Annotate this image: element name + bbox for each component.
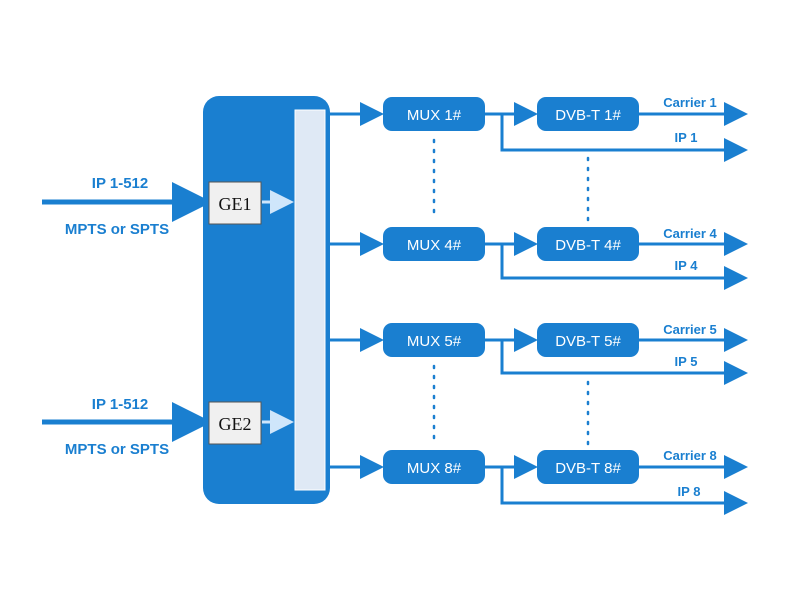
ip-label-1: IP 1 xyxy=(675,130,698,145)
ip-output-arrow-8 xyxy=(500,467,748,515)
ge1-port-label: GE1 xyxy=(219,194,252,214)
carrier-label-4: Carrier 4 xyxy=(663,226,717,241)
dvbt-box-8 xyxy=(537,450,639,484)
ge1-port-box xyxy=(208,181,262,225)
carrier-label-5: Carrier 5 xyxy=(663,322,716,337)
ip-output-arrow-4 xyxy=(500,244,748,290)
carrier-label-1: Carrier 1 xyxy=(663,95,716,110)
carrier-label-8: Carrier 8 xyxy=(663,448,716,463)
mux-box-1 xyxy=(383,97,485,131)
switch-bus-panel xyxy=(294,109,326,491)
mux-box-8 xyxy=(383,450,485,484)
dvbt-label-1: DVB-T 1# xyxy=(555,107,621,124)
mux-label-8: MUX 8# xyxy=(407,460,462,477)
ge2-port-label: GE2 xyxy=(219,414,252,434)
input-ip-label-2: IP 1-512 xyxy=(92,396,148,413)
dvbt-box-1 xyxy=(537,97,639,131)
dvbt-label-5: DVB-T 5# xyxy=(555,333,621,350)
ip-label-8: IP 8 xyxy=(678,484,701,499)
ge2-port-box xyxy=(208,401,262,445)
ip-output-arrow-5 xyxy=(500,340,748,385)
mux-label-5: MUX 5# xyxy=(407,333,462,350)
ip-output-arrow-1 xyxy=(500,114,748,162)
dvbt-label-8: DVB-T 8# xyxy=(555,460,621,477)
input-format-label-1: MPTS or SPTS xyxy=(65,221,169,238)
mux-box-5 xyxy=(383,323,485,357)
dvbt-box-5 xyxy=(537,323,639,357)
ip-label-4: IP 4 xyxy=(675,258,699,273)
dvbt-box-4 xyxy=(537,227,639,261)
mux-box-4 xyxy=(383,227,485,261)
input-format-label-2: MPTS or SPTS xyxy=(65,441,169,458)
dvbt-label-4: DVB-T 4# xyxy=(555,237,621,254)
input-ip-label-1: IP 1-512 xyxy=(92,175,148,192)
ip-label-5: IP 5 xyxy=(675,354,698,369)
mux-label-1: MUX 1# xyxy=(407,107,462,124)
mux-label-4: MUX 4# xyxy=(407,237,462,254)
